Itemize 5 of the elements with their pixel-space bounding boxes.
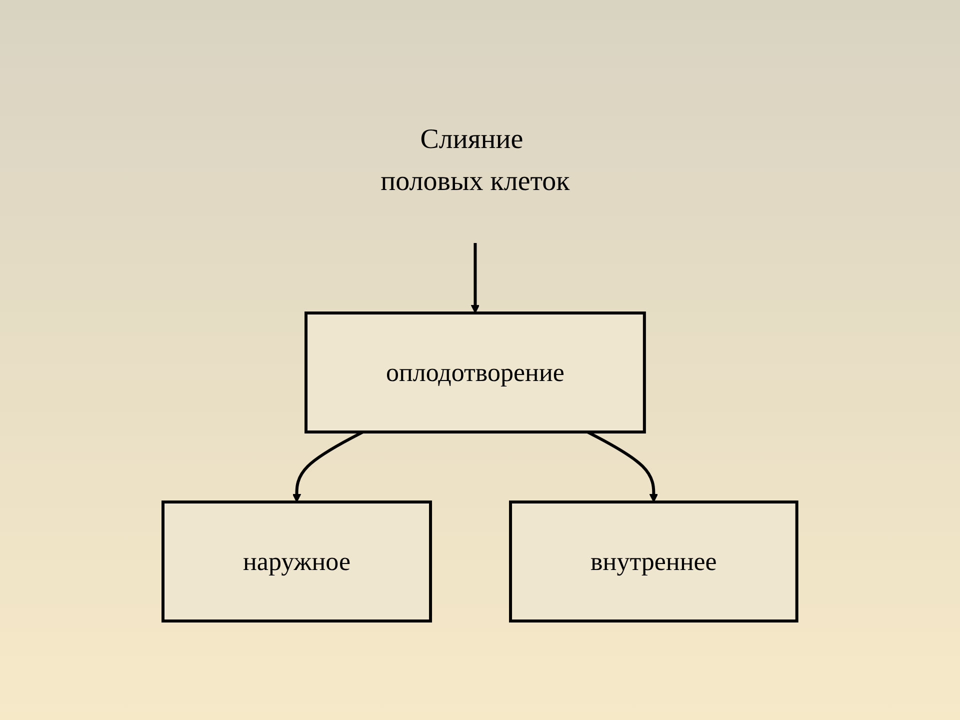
node-box: внутреннее <box>509 500 798 622</box>
node-box: наружное <box>162 500 432 622</box>
node-box: оплодотворение <box>304 312 646 434</box>
arrow <box>470 243 480 314</box>
node-text: Слияние половых клеток <box>380 124 570 197</box>
